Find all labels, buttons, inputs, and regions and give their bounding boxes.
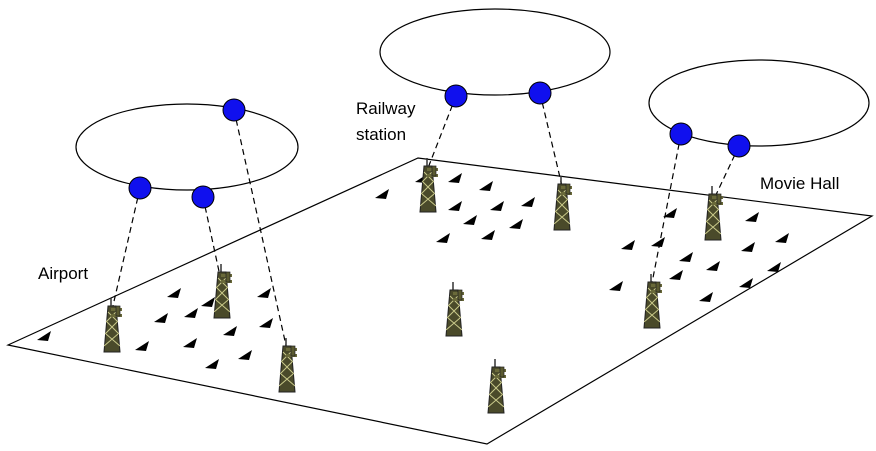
mobile-device-icon — [257, 288, 271, 298]
server-node-icon — [128, 176, 152, 200]
cell-tower-icon — [278, 337, 298, 393]
mobile-device-icon — [651, 237, 665, 247]
link-moviehall-node1 — [650, 133, 682, 289]
mobile-device-icon — [609, 281, 623, 291]
server-node-icon — [444, 84, 468, 108]
mobile-device-icon — [663, 208, 677, 218]
link-railway-node1 — [427, 95, 457, 169]
mobile-device-icon — [135, 341, 149, 351]
railway-station-label-line1: Railway — [356, 99, 416, 118]
server-node-icon — [222, 98, 246, 122]
mobile-device-icon — [669, 270, 683, 280]
link-airport-node2 — [202, 196, 221, 277]
server-node-icon — [528, 81, 552, 105]
mobile-device-icon — [223, 326, 237, 336]
mobile-device-icon — [37, 331, 51, 341]
mobile-device-icon — [259, 318, 273, 328]
mobile-device-icon — [201, 297, 215, 307]
mobile-device-icon — [775, 233, 789, 243]
airport-label: Airport — [38, 264, 89, 283]
cell-tower-icon — [419, 157, 439, 213]
mobile-device-icon — [490, 201, 504, 211]
cell-tower-icon — [704, 185, 724, 241]
mobile-device-icon — [481, 230, 495, 240]
mobile-device-icon — [448, 173, 462, 183]
link-airport-node1 — [111, 187, 141, 311]
movie-hall-label: Movie Hall — [760, 174, 840, 193]
mobile-device-icon — [375, 189, 389, 199]
cell-tower-icon — [103, 297, 123, 353]
server-node-icon — [191, 185, 215, 209]
mobile-device-icon — [706, 261, 720, 271]
mobile-device-icon — [448, 201, 462, 211]
railway-station-label-line2: station — [356, 125, 407, 144]
server-node-icon — [669, 122, 693, 146]
mobile-device-icon — [436, 233, 450, 243]
mobile-device-icon — [183, 338, 197, 348]
mobile-device-icon — [745, 212, 759, 222]
mobile-device-icon — [184, 308, 198, 318]
server-node-icon — [727, 134, 751, 158]
mobile-device-icon — [739, 278, 753, 288]
cell-tower-icon — [487, 358, 507, 414]
mobile-device-icon — [205, 359, 219, 369]
ground-plane — [6, 157, 874, 445]
link-railway-node2 — [539, 92, 563, 187]
cell-tower-icon — [445, 281, 465, 337]
link-airport-node3 — [233, 109, 288, 351]
cell-tower-icon — [213, 263, 233, 319]
mobile-device-icon — [463, 215, 477, 225]
mobile-device-icon — [741, 242, 755, 252]
mobile-device-icon — [154, 313, 168, 323]
airport-cluster-ring — [75, 103, 299, 191]
mobile-device-icon — [509, 219, 523, 229]
mobile-device-icon — [767, 262, 781, 272]
mobile-device-icon — [679, 252, 693, 262]
mobile-device-icon — [479, 181, 493, 191]
mobile-device-icon — [699, 292, 713, 302]
railway-cluster-ring — [379, 8, 611, 96]
mobile-device-icon — [621, 240, 635, 250]
mobile-device-icon — [521, 197, 535, 207]
moviehall-cluster-ring — [648, 59, 870, 147]
mobile-device-icon — [238, 350, 252, 360]
cell-tower-icon — [553, 175, 573, 231]
cell-tower-icon — [643, 273, 663, 329]
mobile-device-icon — [167, 288, 181, 298]
